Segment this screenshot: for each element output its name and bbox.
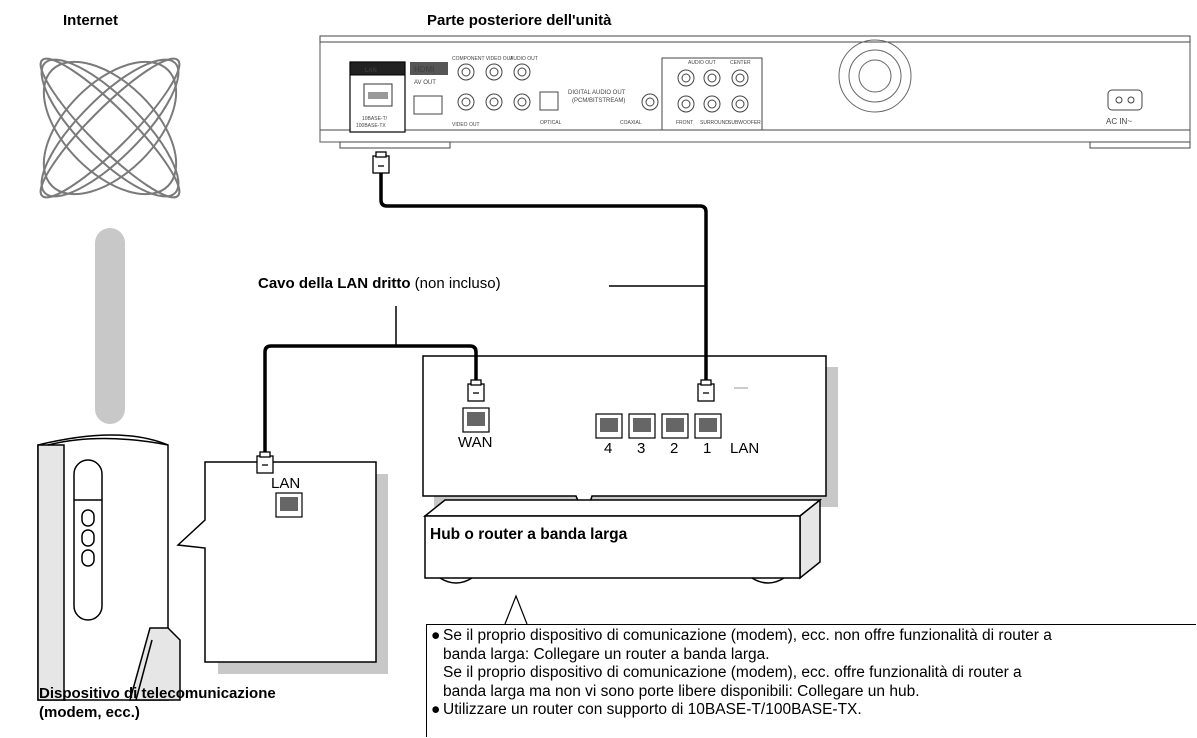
panel-front: FRONT	[676, 120, 693, 126]
panel-digital-audio-2: (PCM/BITSTREAM)	[572, 98, 625, 104]
cable-leader-lines	[395, 285, 706, 346]
modem-label-line1: Dispositivo di telecomunicazione	[39, 685, 276, 702]
modem-callout	[176, 461, 377, 663]
cable-label-normal: (non incluso)	[410, 275, 501, 292]
modem-device	[37, 434, 181, 701]
panel-lan-label: LAN	[365, 68, 377, 74]
notes-box: ● Se il proprio dispositivo di comunicaz…	[426, 624, 1196, 737]
router-device	[422, 498, 823, 584]
notes-pointer	[504, 594, 528, 625]
internet-globe-icon	[39, 40, 181, 216]
panel-optical: OPTICAL	[540, 120, 562, 126]
lan-cables	[263, 172, 708, 458]
lan-port-label: LAN	[730, 440, 759, 457]
panel-video-out: VIDEO OUT	[452, 122, 480, 128]
modem-lan-port-icon	[275, 492, 303, 518]
cable-label: Cavo della LAN dritto (non incluso)	[258, 275, 501, 292]
router-lan-ports-icon	[595, 387, 748, 439]
modem-label: Dispositivo di telecomunicazione (modem,…	[39, 684, 276, 722]
port-number-2: 2	[670, 440, 678, 457]
internet-label: Internet	[63, 12, 119, 29]
bullet-icon: ●	[431, 627, 441, 644]
lan-plug-icons	[256, 151, 715, 474]
cable-label-bold: Cavo della LAN dritto	[258, 275, 411, 292]
panel-audio-out: AUDIO OUT	[510, 56, 538, 62]
port-number-3: 3	[637, 440, 645, 457]
panel-digital-audio-1: DIGITAL AUDIO OUT	[568, 90, 626, 96]
unit-rear-panel	[319, 35, 1191, 149]
panel-center: CENTER	[730, 60, 751, 66]
note-line-1: Se il proprio dispositivo di comunicazio…	[443, 627, 1052, 644]
panel-coaxial: COAXIAL	[620, 120, 642, 126]
panel-hdmi-sub: AV OUT	[414, 80, 436, 86]
unit-rear-label: Parte posteriore dell'unità	[427, 12, 612, 29]
panel-lan-spec-1: 10BASE-T/	[362, 116, 388, 122]
note-line-4: banda larga ma non vi sono porte libere …	[443, 682, 920, 700]
note-item-1: ● Se il proprio dispositivo di comunicaz…	[431, 627, 1196, 646]
panel-ac-in: AC IN~	[1106, 117, 1132, 126]
panel-component: COMPONENT VIDEO OUT	[452, 56, 513, 62]
note-line-5: Utilizzare un router con supporto di 10B…	[443, 701, 862, 718]
note-line-2: banda larga: Collegare un router a banda…	[443, 645, 770, 663]
modem-lan-port-label: LAN	[271, 475, 300, 492]
panel-lan-spec-2: 100BASE-TX	[356, 123, 386, 129]
note-line-3: Se il proprio dispositivo di comunicazio…	[443, 664, 1022, 681]
wan-port-icon	[462, 407, 490, 433]
note-item-2: ● Utilizzare un router con supporto di 1…	[431, 701, 1196, 720]
wan-port-label: WAN	[458, 434, 492, 451]
panel-hdmi-logo: HDMI	[414, 65, 434, 74]
bullet-icon: ●	[431, 701, 441, 718]
port-number-1: 1	[703, 440, 711, 457]
panel-subwoofer: SUBWOOFER	[728, 120, 761, 126]
hub-router-label: Hub o router a banda larga	[430, 526, 628, 543]
panel-surround: SURROUND	[700, 120, 729, 126]
port-number-4: 4	[604, 440, 612, 457]
panel-audio-out-51: AUDIO OUT	[688, 60, 716, 66]
internet-connection-bar	[95, 228, 125, 424]
modem-label-line2: (modem, ecc.)	[39, 704, 140, 721]
